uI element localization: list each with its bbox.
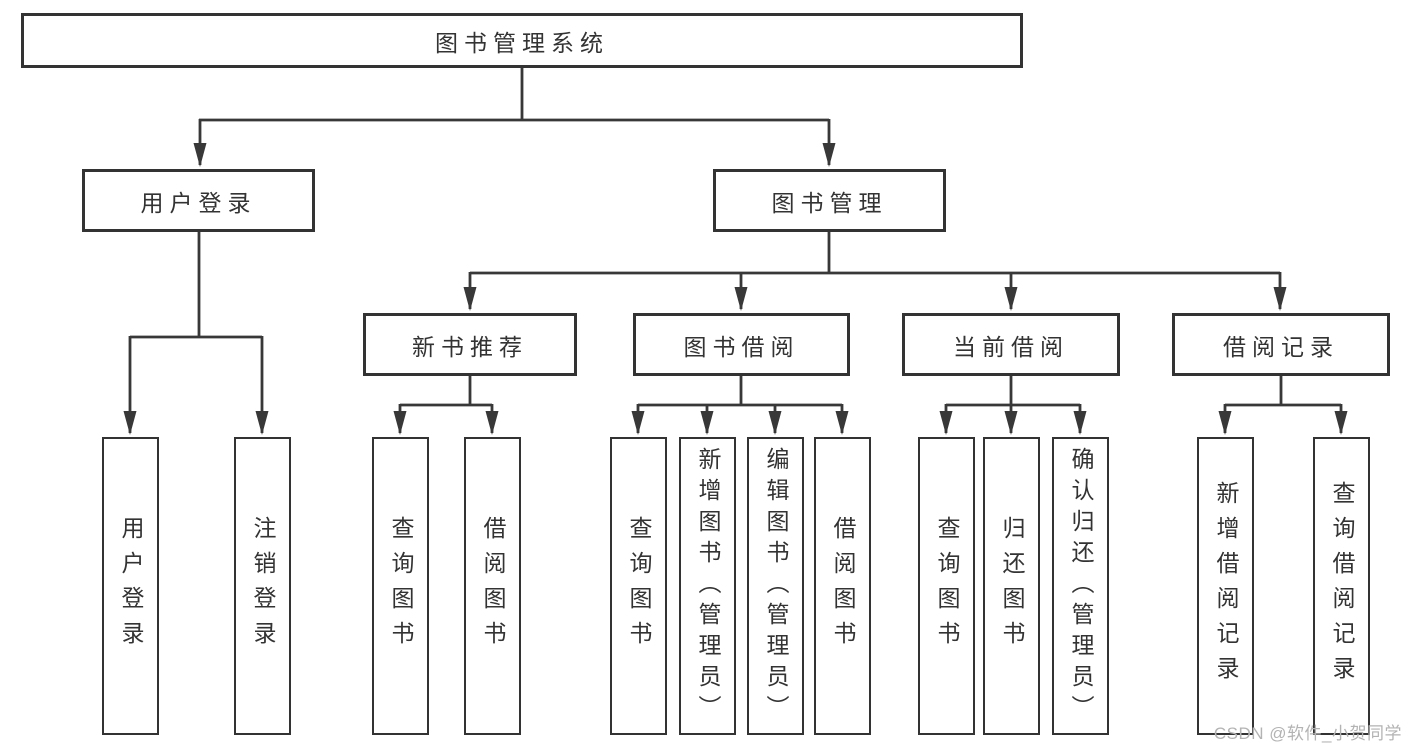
node-root: 图书管理系统 <box>21 13 1023 68</box>
leaf-nbr-query-book: 查询图书 <box>372 437 429 735</box>
leaf-bb-add-book-admin: 新增图书（管理员） <box>679 437 736 735</box>
watermark-text: CSDN @软件_小贺同学 <box>1213 724 1402 743</box>
node-book-management-label: 图书管理 <box>771 189 888 216</box>
leaf-br-add-record: 新增借阅记录 <box>1197 437 1254 735</box>
node-root-label: 图书管理系统 <box>435 29 609 56</box>
node-current-borrowing-label: 当前借阅 <box>953 333 1069 360</box>
node-borrowing-records-label: 借阅记录 <box>1223 333 1339 360</box>
leaf-bb-edit-book-admin: 编辑图书（管理员） <box>747 437 804 735</box>
leaf-bb-query-book-label: 查询图书 <box>626 516 652 656</box>
leaf-bb-borrow-book-label: 借阅图书 <box>830 516 856 656</box>
leaf-cb-return-book: 归还图书 <box>983 437 1040 735</box>
leaf-br-query-record: 查询借阅记录 <box>1313 437 1370 735</box>
leaf-nbr-query-book-label: 查询图书 <box>388 516 414 656</box>
node-new-book-recommendation-label: 新书推荐 <box>412 333 528 360</box>
leaf-user-login-label: 用户登录 <box>118 516 144 656</box>
node-user-login-label: 用户登录 <box>140 189 257 216</box>
leaf-nbr-borrow-book-label: 借阅图书 <box>480 516 506 656</box>
leaf-br-query-record-label: 查询借阅记录 <box>1329 481 1355 691</box>
leaf-nbr-borrow-book: 借阅图书 <box>464 437 521 735</box>
leaf-bb-edit-book-admin-label: 编辑图书（管理员） <box>763 446 789 726</box>
leaf-user-login: 用户登录 <box>102 437 159 735</box>
leaf-bb-query-book: 查询图书 <box>610 437 667 735</box>
leaf-logout-login: 注销登录 <box>234 437 291 735</box>
leaf-cb-confirm-return-admin: 确认归还（管理员） <box>1052 437 1109 735</box>
node-new-book-recommendation: 新书推荐 <box>363 313 577 376</box>
node-current-borrowing: 当前借阅 <box>902 313 1120 376</box>
leaf-logout-login-label: 注销登录 <box>250 516 276 656</box>
leaf-bb-borrow-book: 借阅图书 <box>814 437 871 735</box>
leaf-cb-query-book-label: 查询图书 <box>934 516 960 656</box>
leaf-cb-confirm-return-admin-label: 确认归还（管理员） <box>1068 446 1094 726</box>
leaf-bb-add-book-admin-label: 新增图书（管理员） <box>695 446 721 726</box>
node-user-login: 用户登录 <box>82 169 315 232</box>
leaf-br-add-record-label: 新增借阅记录 <box>1213 481 1239 691</box>
node-book-borrowing: 图书借阅 <box>633 313 850 376</box>
leaf-cb-query-book: 查询图书 <box>918 437 975 735</box>
node-book-borrowing-label: 图书借阅 <box>683 333 800 360</box>
node-book-management: 图书管理 <box>713 169 946 232</box>
leaf-cb-return-book-label: 归还图书 <box>999 516 1025 656</box>
node-borrowing-records: 借阅记录 <box>1172 313 1390 376</box>
